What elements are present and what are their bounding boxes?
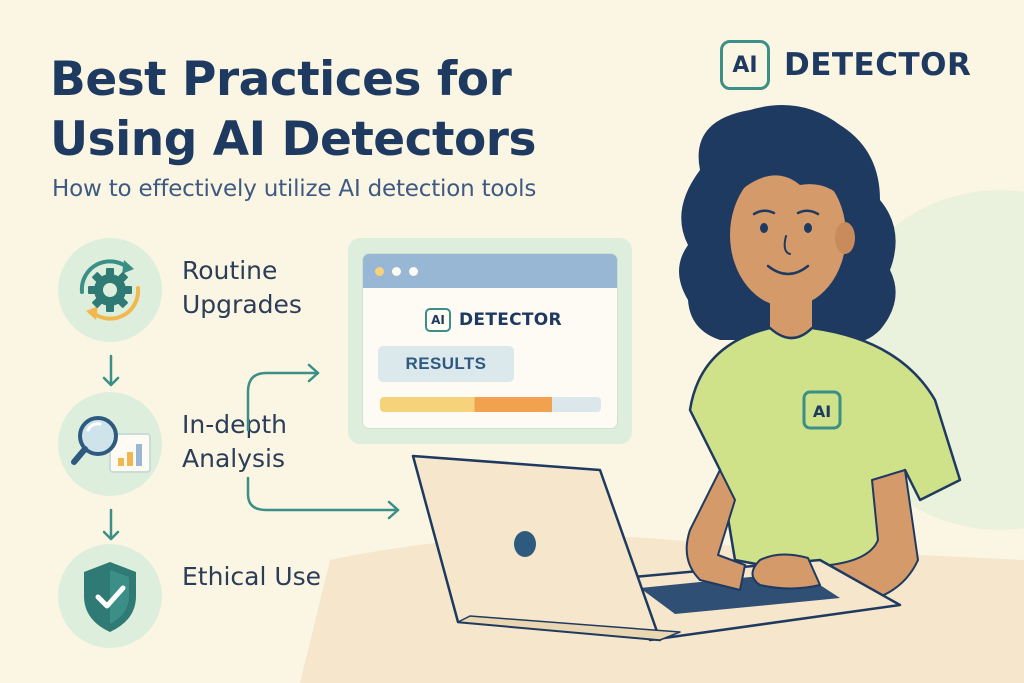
gear-refresh-icon (79, 259, 141, 321)
window-dot (375, 267, 384, 276)
window-dot (409, 267, 418, 276)
step-routine-upgrades-label: Routine Upgrades (182, 254, 302, 322)
page-subtitle: How to effectively utilize AI detection … (52, 176, 537, 202)
browser-content: AI DETECTOR RESULTS (363, 254, 617, 428)
step-ethical-use-circle (58, 544, 162, 648)
browser-brand-logo: AI DETECTOR (425, 308, 562, 332)
down-arrow-icon (102, 354, 120, 387)
results-progress-bar (380, 397, 601, 412)
step-routine-upgrades-circle (58, 238, 162, 342)
shield-check-icon (84, 562, 136, 632)
title-line-2: Using AI Detectors (50, 112, 536, 167)
browser-brand-name: DETECTOR (459, 310, 562, 330)
title-line-1: Best Practices for (50, 52, 512, 107)
down-arrow-icon (102, 508, 120, 541)
magnifier-chart-icon (71, 416, 151, 473)
shirt-badge-text: AI (813, 402, 831, 421)
results-progress-fill (380, 397, 553, 412)
step-ethical-use-label: Ethical Use (182, 560, 321, 594)
brand-badge: AI (720, 40, 770, 90)
page-title: Best Practices for Using AI Detectors (50, 50, 536, 170)
brand-logo: AI DETECTOR (720, 40, 971, 90)
brand-name: DETECTOR (784, 47, 972, 83)
step-in-depth-analysis-circle (58, 392, 162, 496)
results-button[interactable]: RESULTS (378, 346, 514, 382)
browser-brand-badge: AI (425, 308, 451, 332)
browser-title-bar (363, 254, 617, 288)
browser-window: AI DETECTOR RESULTS (348, 238, 632, 444)
step-1-line-2: Upgrades (182, 290, 302, 319)
window-dot (392, 267, 401, 276)
step-1-line-1: Routine (182, 256, 278, 285)
step-2-line-2: Analysis (182, 444, 286, 473)
step-3-line-1: Ethical Use (182, 562, 322, 591)
